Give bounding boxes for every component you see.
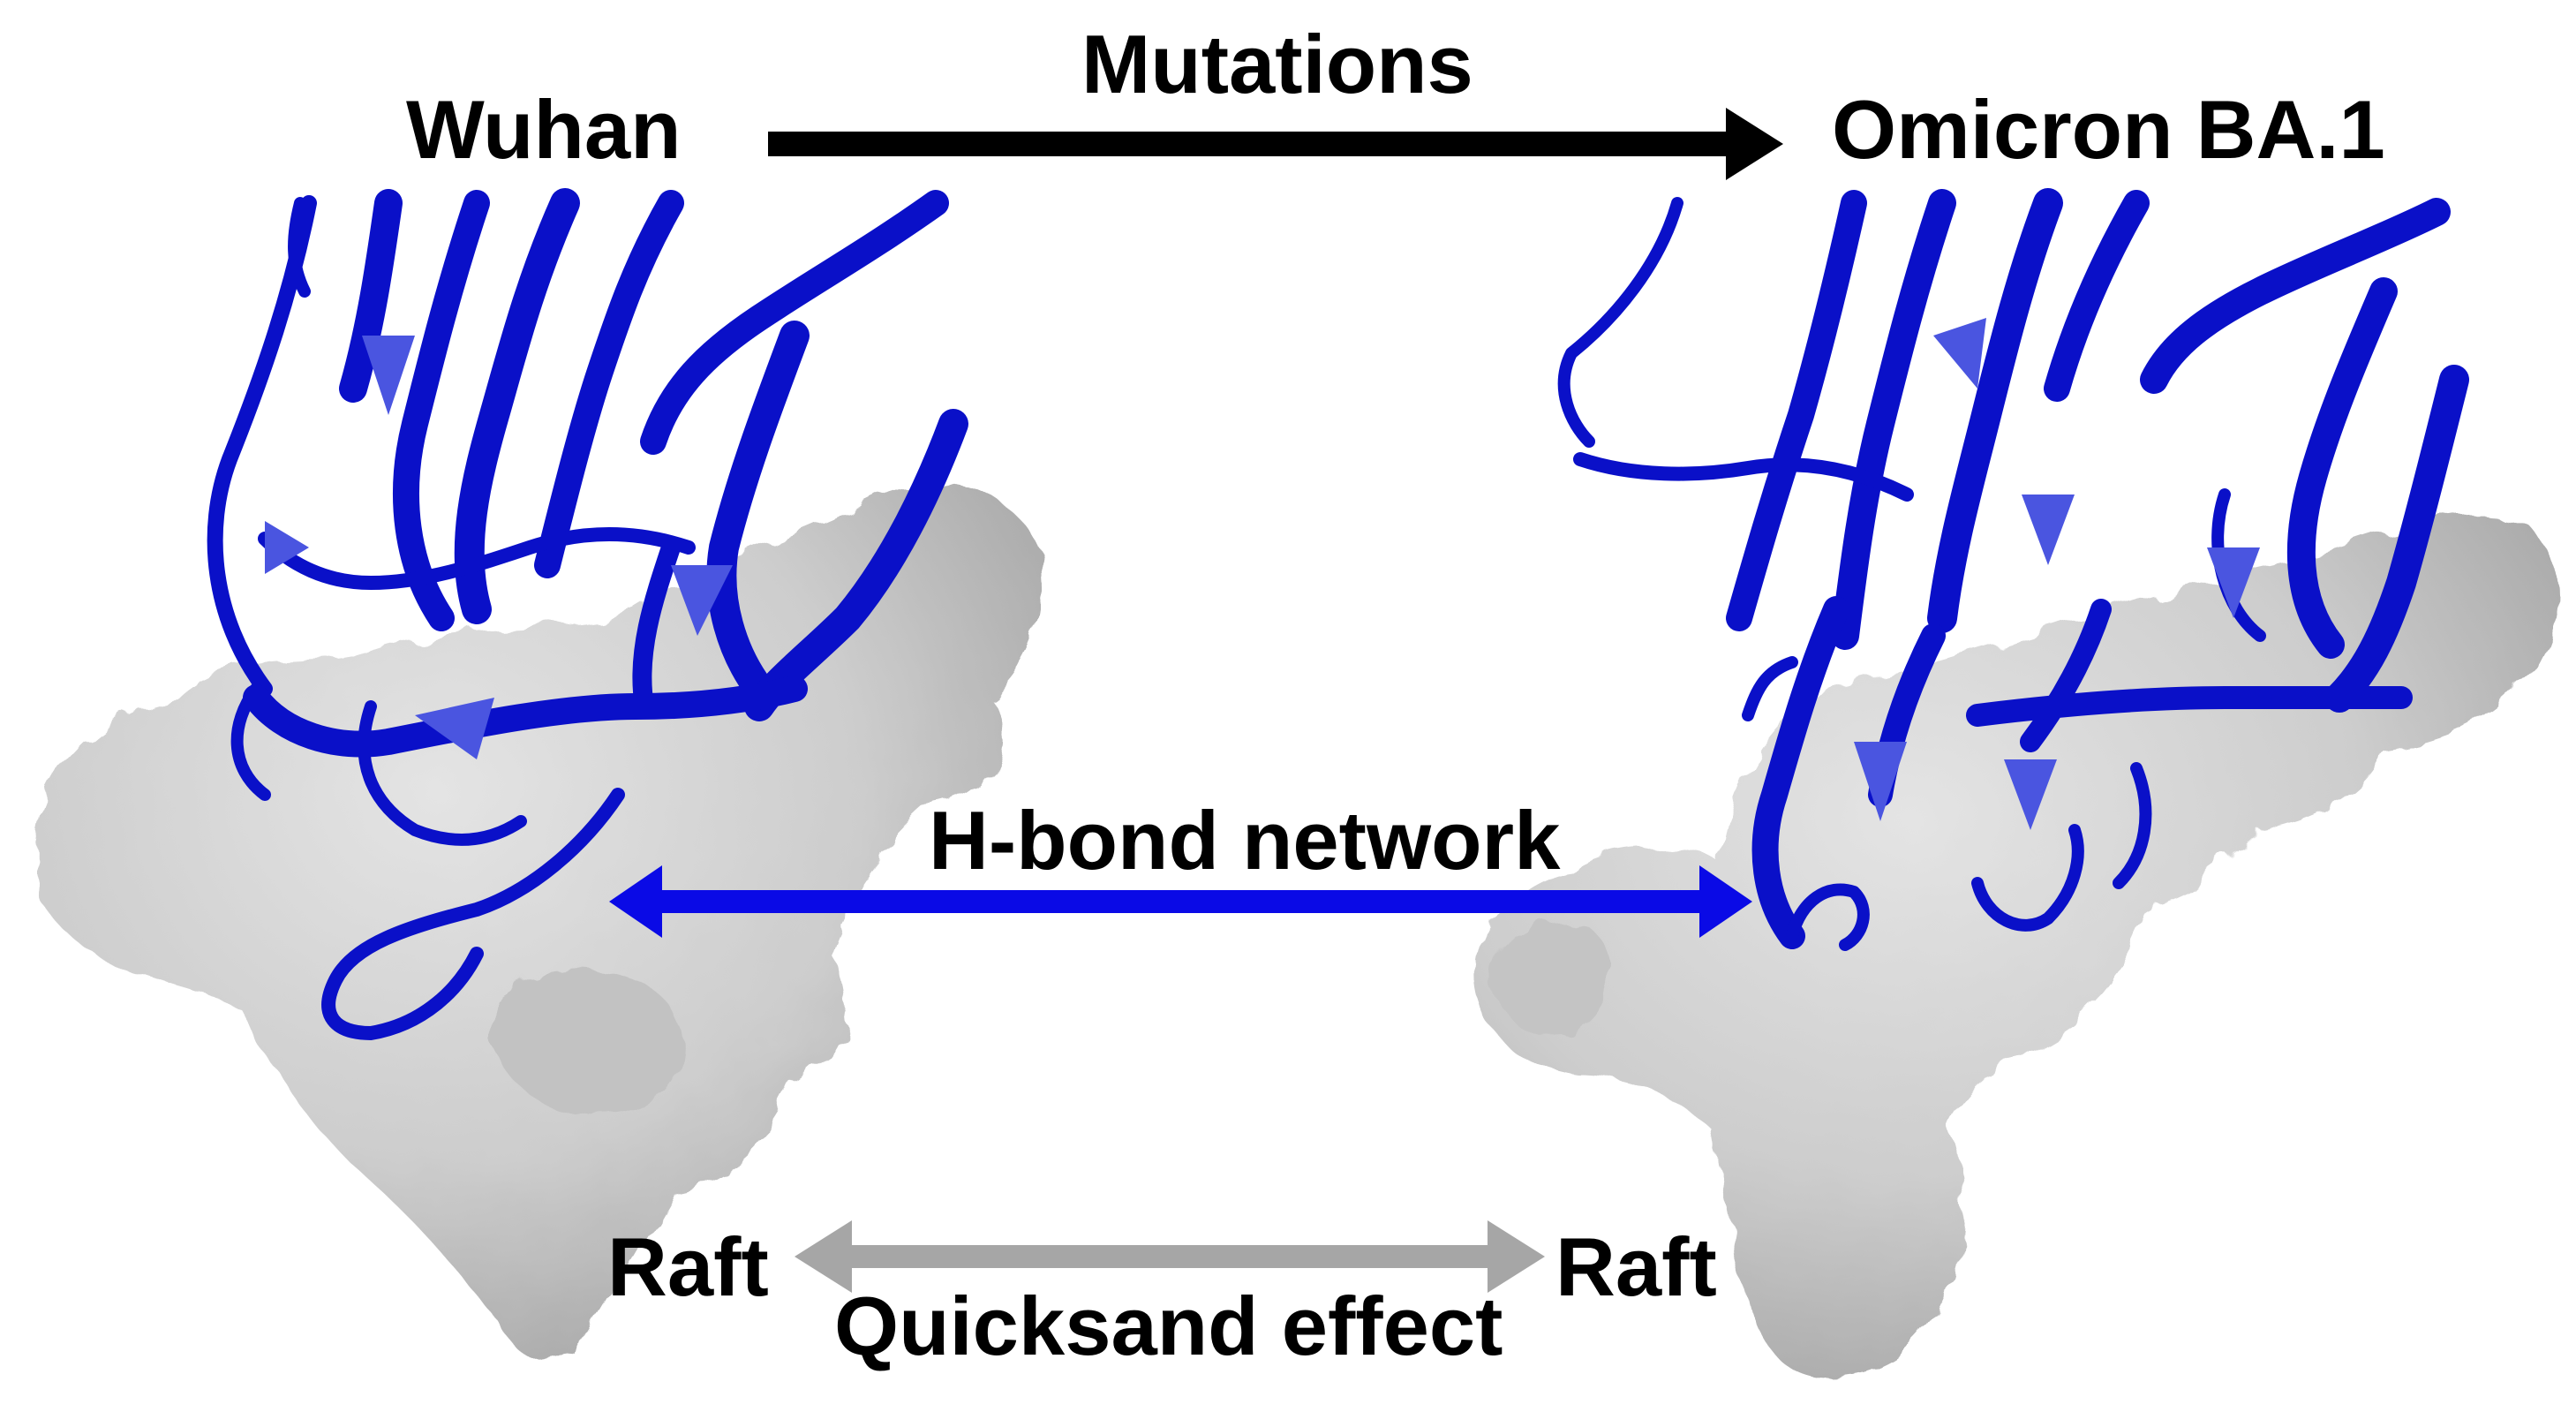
hbond-arrow <box>609 865 1752 938</box>
wuhan-surface <box>34 484 1041 1362</box>
wuhan-label: Wuhan <box>406 83 682 176</box>
hbond-network-label: H-bond network <box>929 794 1561 887</box>
omicron-ribbon-arrowheads <box>1854 318 2260 830</box>
raft-right-label: Raft <box>1555 1220 1717 1313</box>
omicron-protein-ribbon <box>1557 188 2469 951</box>
wuhan-ribbon-arrowheads <box>265 336 733 759</box>
omicron-label: Omicron BA.1 <box>1832 83 2385 176</box>
wuhan-protein-ribbon <box>207 188 968 1040</box>
quicksand-arrow <box>795 1220 1545 1293</box>
mutations-arrow <box>768 108 1783 180</box>
omicron-surface <box>1478 515 2557 1378</box>
mutations-label: Mutations <box>1081 18 1473 110</box>
quicksand-effect-label: Quicksand effect <box>834 1280 1503 1372</box>
raft-left-label: Raft <box>607 1220 769 1313</box>
